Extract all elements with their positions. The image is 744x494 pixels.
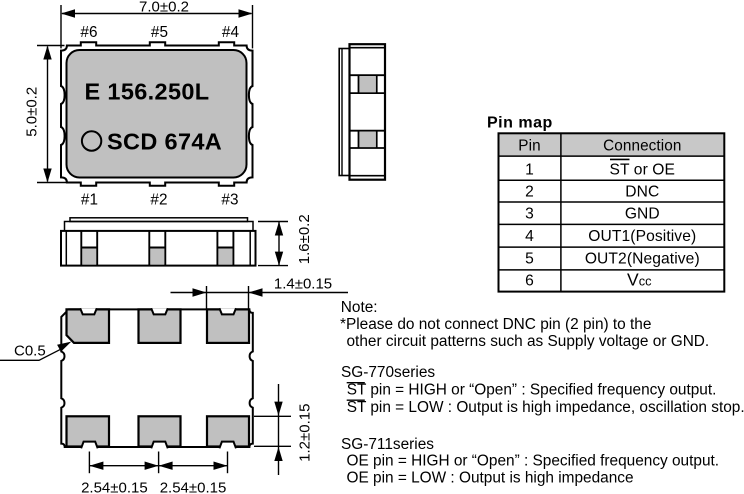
svg-text:Pin: Pin <box>518 137 540 154</box>
svg-text:5.0±0.2: 5.0±0.2 <box>23 87 40 137</box>
svg-text:4: 4 <box>525 228 534 245</box>
svg-text:DNC: DNC <box>625 184 659 201</box>
svg-text:Vcc: Vcc <box>627 270 652 290</box>
svg-text:SG-711series: SG-711series <box>341 436 434 453</box>
svg-text:7.0±0.2: 7.0±0.2 <box>139 0 189 16</box>
svg-text:#1: #1 <box>81 192 98 209</box>
svg-text:ST pin = HIGH or “Open” : Spec: ST pin = HIGH or “Open” : Specified freq… <box>347 382 717 399</box>
svg-text:5: 5 <box>525 251 534 268</box>
svg-text:#2: #2 <box>150 192 167 209</box>
svg-text:2.54±0.15: 2.54±0.15 <box>81 479 148 494</box>
svg-text:6: 6 <box>525 273 534 290</box>
svg-text:GND: GND <box>625 206 660 223</box>
svg-text:OE pin = HIGH or “Open” : Spec: OE pin = HIGH or “Open” : Specified freq… <box>347 453 720 470</box>
svg-text:1.4±0.15: 1.4±0.15 <box>274 276 332 293</box>
svg-text:3: 3 <box>525 206 534 223</box>
svg-text:1.2±0.15: 1.2±0.15 <box>297 404 314 462</box>
svg-text:OUT2(Negative): OUT2(Negative) <box>585 251 700 268</box>
svg-text:OUT1(Positive): OUT1(Positive) <box>588 228 696 245</box>
svg-text:#4: #4 <box>222 24 240 41</box>
svg-text:Pin map: Pin map <box>487 115 553 132</box>
svg-text:#5: #5 <box>151 24 168 41</box>
svg-text:*Please do not connect DNC pin: *Please do not connect DNC pin (2 pin) t… <box>340 316 651 333</box>
svg-text:#3: #3 <box>221 192 238 209</box>
svg-text:SCD 674A: SCD 674A <box>107 129 222 155</box>
svg-text:1: 1 <box>525 161 534 178</box>
svg-text:2: 2 <box>525 184 534 201</box>
svg-text:Connection: Connection <box>603 137 681 154</box>
svg-text:ST or OE: ST or OE <box>610 161 676 178</box>
svg-text:E 156.250L: E 156.250L <box>85 79 210 105</box>
svg-text:SG-770series: SG-770series <box>341 364 435 381</box>
svg-text:other circuit patterns such as: other circuit patterns such as Supply vo… <box>347 333 710 350</box>
svg-text:ST pin = LOW : Output is high: ST pin = LOW : Output is high impedance,… <box>347 399 744 416</box>
svg-text:Note:: Note: <box>341 299 378 316</box>
svg-text:C0.5: C0.5 <box>14 343 46 360</box>
svg-text:OE pin = LOW : Output is high: OE pin = LOW : Output is high impedance <box>347 469 634 486</box>
svg-text:2.54±0.15: 2.54±0.15 <box>160 479 227 494</box>
svg-text:#6: #6 <box>80 24 97 41</box>
svg-text:1.6±0.2: 1.6±0.2 <box>296 214 313 264</box>
